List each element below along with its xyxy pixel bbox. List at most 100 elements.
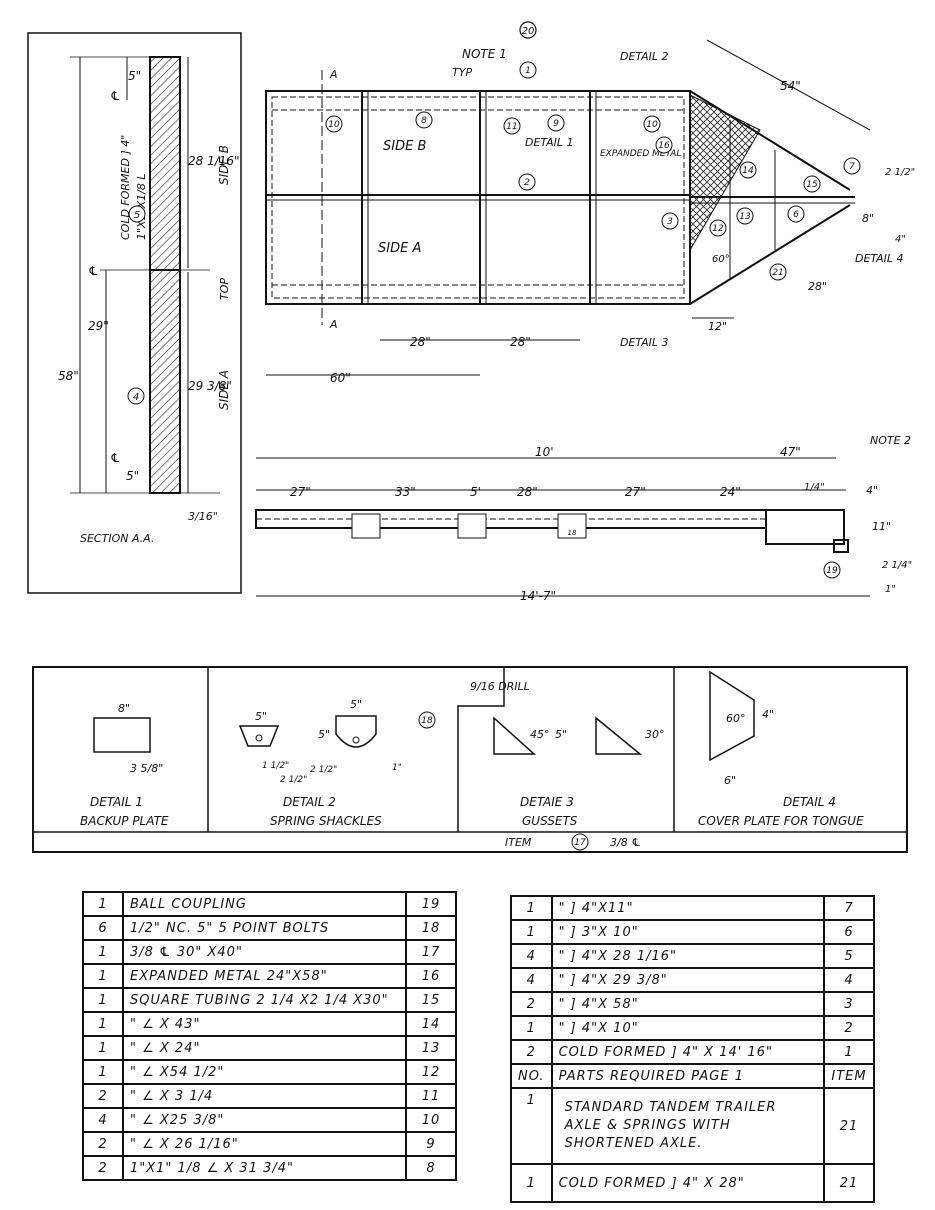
callout-2: 2 <box>524 178 530 188</box>
dim-12: 12" <box>708 320 727 333</box>
qty-cell: 1 <box>510 1015 553 1041</box>
callout-12: 12 <box>712 224 724 234</box>
table-row: 1" ∠ X54 1/2"12 <box>82 1059 457 1085</box>
item-cell: 15 <box>405 987 457 1013</box>
callout-9: 9 <box>553 119 559 129</box>
d4-dim-60: 60° <box>726 712 746 725</box>
note-2: NOTE 2 <box>870 434 911 447</box>
desc-cell: BALL COUPLING <box>122 891 407 917</box>
dim-8: 8" <box>862 212 874 225</box>
qty-cell: 1 <box>82 1011 124 1037</box>
section-hatched-beam <box>149 56 181 494</box>
plan-view <box>265 39 871 376</box>
dim-28-tongue: 28" <box>808 280 827 293</box>
section-dim-bottom: 5" <box>126 469 139 483</box>
qty-cell: 4 <box>82 1107 124 1133</box>
d2-dim-e: 2 1/2" <box>280 775 307 785</box>
d2-sub: SPRING SHACKLES <box>270 814 382 828</box>
qty-header: NO. <box>510 1063 553 1089</box>
section-top-label: TOP <box>218 278 231 300</box>
d2-dim-f: 2 1/2" <box>310 765 337 775</box>
item-header: ITEM <box>823 1063 875 1089</box>
qty-cell: 2 <box>82 1083 124 1109</box>
qty-cell: 1 <box>510 1163 553 1203</box>
table-row: 1" ] 4"X11"7 <box>510 895 875 921</box>
dim-60-deg: 60° <box>712 254 730 265</box>
desc-cell: " ] 4"X 29 3/8" <box>550 967 826 993</box>
dim-14-7: 14'-7" <box>520 589 556 603</box>
qty-cell: 1 <box>82 987 124 1013</box>
d1-title: DETAIL 1 <box>90 795 143 809</box>
spacing-28: 28" <box>517 485 538 499</box>
item-cell: 11 <box>405 1083 457 1109</box>
qty-cell: 1 <box>82 1035 124 1061</box>
section-dim-top: 5" <box>128 69 141 83</box>
dim-quarter: 1/4" <box>804 482 825 493</box>
qty-cell: 2 <box>82 1155 124 1181</box>
desc-header: PARTS REQUIRED PAGE 1 <box>550 1063 826 1089</box>
callout-14: 14 <box>742 166 754 176</box>
section-dim-a: 29 3/8" <box>188 379 232 393</box>
dim-28-b: 28" <box>510 335 531 349</box>
plan-detail2: DETAIL 2 <box>620 50 669 63</box>
item-cell: 8 <box>405 1155 457 1181</box>
item-cell: 7 <box>823 895 875 921</box>
dim-54: 54" <box>780 79 801 93</box>
callout-21: 21 <box>772 268 783 278</box>
desc-cell: COLD FORMED ] 4" X 14' 16" <box>550 1039 826 1065</box>
spacing-5ft: 5' <box>470 485 481 499</box>
d4-dim-6: 6" <box>724 774 736 787</box>
d4-dim-4: 4" <box>762 708 774 721</box>
desc-cell: STANDARD TANDEM TRAILER AXLE & SPRINGS W… <box>550 1087 826 1165</box>
callout-5 <box>128 205 146 223</box>
dim-2-1-2: 2 1/2" <box>885 167 915 178</box>
qty-cell: 1 <box>82 1059 124 1085</box>
table-row: 1" ∠ X 24"13 <box>82 1035 457 1061</box>
desc-cell: 1"X1" 1/8 ∠ X 31 3/4" <box>122 1155 407 1181</box>
qty-cell: 2 <box>510 991 553 1017</box>
callout-11: 11 <box>506 122 517 132</box>
desc-cell: SQUARE TUBING 2 1/4 X2 1/4 X30" <box>122 987 407 1013</box>
item-cell: 17 <box>405 939 457 965</box>
qty-cell: 2 <box>510 1039 553 1065</box>
item-line: ITEM <box>505 836 532 849</box>
plan-callouts: 1 10 8 11 9 10 16 2 14 7 15 13 6 3 12 21 <box>325 61 861 281</box>
item-cell: 16 <box>405 963 457 989</box>
desc-cell: " ] 3"X 10" <box>550 919 826 945</box>
plan-detail1: DETAIL 1 <box>525 136 574 149</box>
desc-cell: " ] 4"X 10" <box>550 1015 826 1041</box>
details-panel <box>32 666 908 853</box>
centerline-mark: ℄ <box>88 264 99 278</box>
d3-dim-30: 30° <box>645 728 665 741</box>
d3-sub: GUSSETS <box>522 814 578 828</box>
item-cell: 3 <box>823 991 875 1017</box>
qty-cell: 1 <box>82 963 124 989</box>
item-cell: 9 <box>405 1131 457 1157</box>
desc-cell: 3/8 ℄ 30" X40" <box>122 939 407 965</box>
page-number-circle <box>519 21 537 39</box>
page-number: 20 <box>522 26 535 37</box>
section-dim-29: 29" <box>88 319 109 333</box>
side-elevation <box>255 457 870 597</box>
item-callout: 17 <box>574 838 586 848</box>
table-row: 4" ∠ X25 3/8"10 <box>82 1107 457 1133</box>
desc-cell: " ∠ X 43" <box>122 1011 407 1037</box>
d2-drill: 9/16 DRILL <box>470 680 530 693</box>
callout-6: 6 <box>793 210 799 220</box>
d2-dim-b: 5" <box>350 698 362 711</box>
note-1: NOTE 1 <box>462 47 507 61</box>
dim-11: 11" <box>872 520 891 533</box>
item-cell: 10 <box>405 1107 457 1133</box>
qty-cell: 2 <box>82 1131 124 1157</box>
parts-table-right: 1" ] 4"X11"7 1" ] 3"X 10"6 4" ] 4"X 28 1… <box>510 895 875 1203</box>
desc-cell: " ∠ X 24" <box>122 1035 407 1061</box>
